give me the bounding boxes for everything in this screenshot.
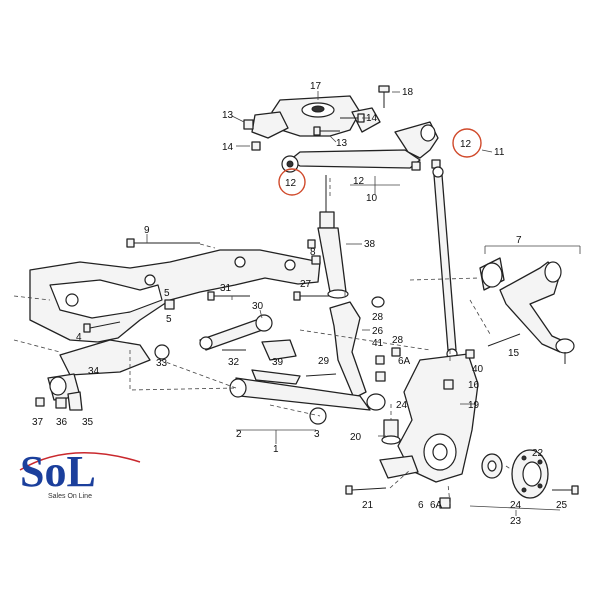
callout-23: 23: [510, 516, 522, 527]
stabilizer-link-19: [432, 166, 458, 360]
bushing-33: [154, 344, 170, 360]
callout-6A: 6A: [398, 356, 411, 367]
callout-24: 24: [396, 400, 408, 411]
callout-24: 24: [510, 500, 522, 511]
bolt-9: [126, 238, 200, 248]
upper-control-arm-11: [281, 121, 441, 173]
nut-8: [307, 239, 316, 249]
callout-31: 31: [220, 283, 232, 294]
callout-1: 1: [273, 444, 279, 455]
bushing-28: [371, 296, 385, 308]
callout-27: 27: [300, 279, 312, 290]
callout-3: 3: [314, 429, 320, 440]
nut-41: [375, 355, 385, 365]
logo-brand: SoL: [20, 447, 96, 496]
shock-absorber-38: [317, 175, 349, 299]
callout-25: 25: [556, 500, 568, 511]
callout-38: 38: [364, 239, 376, 250]
callout-26: 26: [372, 326, 384, 337]
callout-2: 2: [236, 429, 242, 440]
bolt-21: [345, 485, 387, 495]
wheel-knuckle: [379, 353, 479, 483]
assembly-lines: [13, 175, 513, 505]
leader-lines: [146, 91, 581, 516]
callout-34: 34: [88, 366, 100, 377]
callout-8: 8: [310, 247, 316, 258]
callout-33: 33: [156, 358, 168, 369]
washer-36: [55, 397, 67, 409]
callout-40: 40: [472, 364, 484, 375]
nut-6A: [375, 371, 386, 382]
callout-28: 28: [392, 335, 404, 346]
bolt-13-top: [243, 119, 254, 130]
arm-26: [329, 301, 367, 399]
callout-12: 12: [353, 176, 365, 187]
callout-11: 11: [494, 147, 505, 158]
callout-29: 29: [318, 356, 330, 367]
bolt-15: [487, 333, 521, 347]
callout-7: 7: [516, 235, 522, 246]
callout-14: 14: [222, 142, 234, 153]
hub-bolt-25: [552, 485, 579, 495]
wheel-bearing-24: [481, 453, 503, 479]
callout-39: 39: [272, 357, 284, 368]
bracket-39: [261, 339, 297, 361]
callout-5: 5: [164, 288, 170, 299]
wheel-hub-22: [511, 449, 549, 499]
callout-36: 36: [56, 417, 68, 428]
callout-15: 15: [508, 348, 520, 359]
callout-18: 18: [402, 87, 414, 98]
highlight-bushing-12-right: [452, 128, 482, 158]
nut-5-left: [164, 299, 175, 310]
callout-6: 6: [418, 500, 424, 511]
bolt-27: [293, 291, 330, 301]
callout-4: 4: [76, 332, 82, 343]
bolt-18: [378, 85, 390, 108]
callout-6A: 6A: [430, 500, 443, 511]
callout-16: 16: [468, 380, 480, 391]
callout-32: 32: [228, 357, 240, 368]
callout-20: 20: [350, 432, 362, 443]
callout-10: 10: [366, 193, 378, 204]
logo-swoosh-icon: [19, 451, 141, 471]
nut-14-left: [251, 141, 261, 151]
ball-joint-20: [381, 419, 401, 445]
callout-19: 19: [468, 400, 480, 411]
nut-16: [443, 379, 454, 390]
ball-joint-15: [555, 338, 575, 364]
bolt-4: [83, 321, 121, 333]
callout-28: 28: [372, 312, 384, 323]
callout-9: 9: [144, 225, 150, 236]
callout-37: 37: [32, 417, 44, 428]
logo-tagline: Sales On Line: [48, 493, 92, 500]
bolt-29: [305, 373, 337, 377]
callout-12: 12: [460, 139, 472, 150]
lower-link-arm: [229, 369, 386, 425]
sol-logo: SoL Sales On Line: [19, 447, 141, 500]
callout-13: 13: [336, 138, 348, 149]
callout-labels: 17 18 13 14 14 13 12 11 12 12 10 9 38 7 …: [32, 81, 568, 527]
callout-12: 12: [285, 178, 297, 189]
control-arm-7: [479, 257, 571, 353]
nut-5-right: [311, 255, 321, 265]
callout-41: 41: [372, 338, 384, 349]
control-arm-30: [199, 314, 273, 351]
callout-21: 21: [362, 500, 374, 511]
nut-37: [35, 397, 45, 407]
bracket-35: [67, 391, 83, 411]
callout-14: 14: [366, 113, 378, 124]
callout-30: 30: [252, 301, 264, 312]
nut-40: [465, 349, 475, 359]
callout-22: 22: [532, 448, 544, 459]
callout-17: 17: [310, 81, 322, 92]
highlight-bushing-12-left: [278, 168, 306, 196]
callout-35: 35: [82, 417, 94, 428]
nut-28-lower: [391, 347, 401, 357]
callout-5: 5: [166, 314, 172, 325]
callout-13: 13: [222, 110, 234, 121]
subframe-8: [29, 249, 321, 376]
bolt-13-mid: [313, 126, 340, 136]
